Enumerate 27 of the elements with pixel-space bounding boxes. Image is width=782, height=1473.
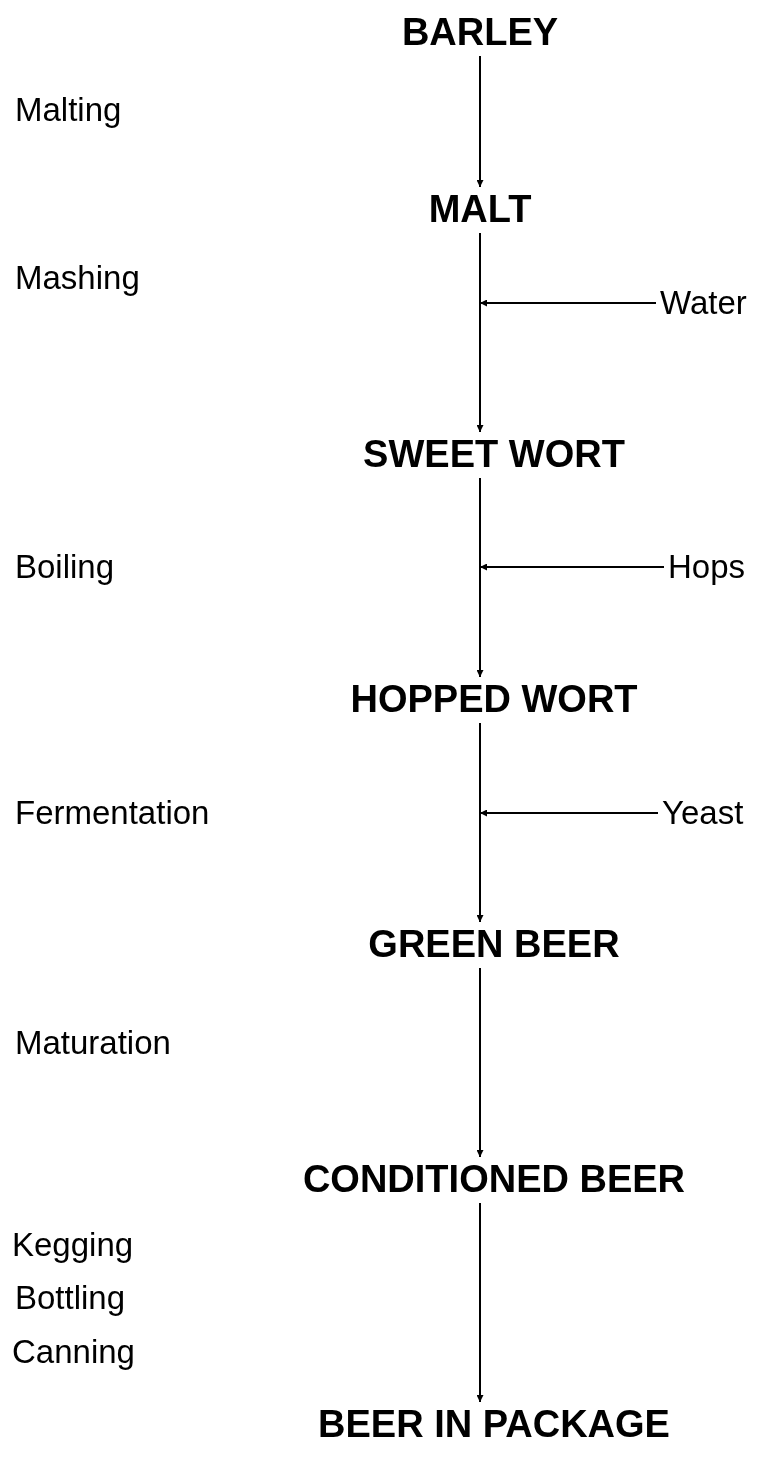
stage-label: HOPPED WORT <box>350 679 638 721</box>
arrow <box>479 563 665 571</box>
step-label: Bottling <box>15 1279 126 1317</box>
arrow <box>479 299 657 307</box>
step-label: Mashing <box>15 259 140 297</box>
arrow <box>476 54 484 189</box>
step-label: Malting <box>15 91 122 129</box>
arrow <box>479 809 659 817</box>
stage-label: SWEET WORT <box>363 434 625 476</box>
stage-label: GREEN BEER <box>368 924 620 966</box>
step-label: Boiling <box>15 548 115 586</box>
stage-label: MALT <box>428 189 532 231</box>
stage-label: CONDITIONED BEER <box>302 1159 686 1201</box>
arrow <box>476 231 484 434</box>
step-label: Kegging <box>12 1226 134 1264</box>
input-label: Water <box>660 284 747 322</box>
arrow <box>476 966 484 1159</box>
stage-label: BARLEY <box>401 12 559 54</box>
step-label: Maturation <box>15 1024 171 1062</box>
input-label: Hops <box>668 548 746 586</box>
step-label: Fermentation <box>15 794 210 832</box>
input-label: Yeast <box>662 794 744 832</box>
arrow <box>476 476 484 679</box>
step-label: Canning <box>12 1333 135 1371</box>
stage-label: BEER IN PACKAGE <box>318 1404 670 1446</box>
arrow <box>476 721 484 924</box>
arrow <box>476 1201 484 1404</box>
